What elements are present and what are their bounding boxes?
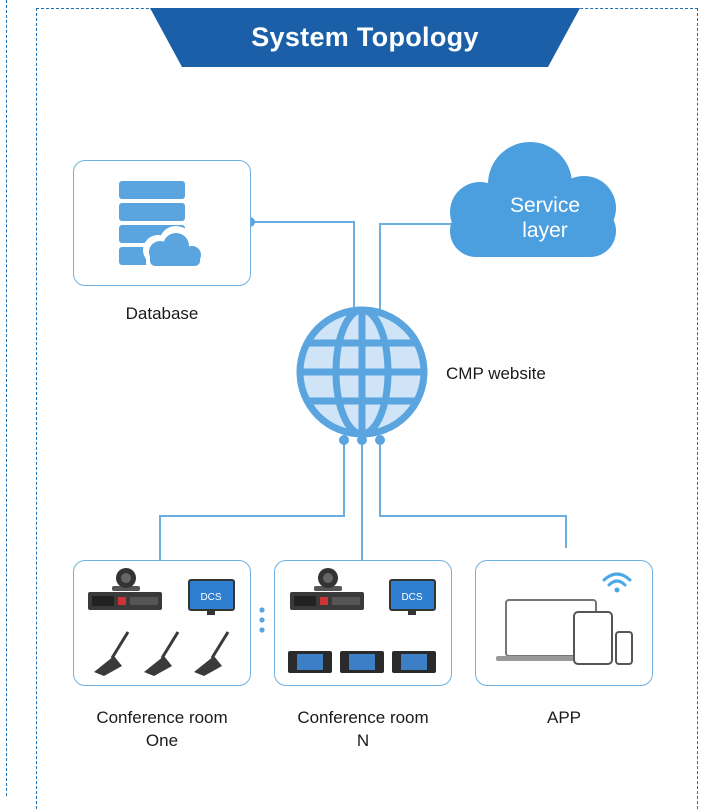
service-layer-line2: layer <box>522 219 568 242</box>
left-dashed-border <box>6 0 7 796</box>
app-label: APP <box>546 708 582 727</box>
room-n-label: Conference room N <box>274 706 452 752</box>
database-label: Database <box>125 304 199 323</box>
page-title: System Topology <box>251 22 479 52</box>
room-one-display-text: DCS <box>200 592 221 603</box>
room-one-label: Conference room One <box>73 706 251 752</box>
service-layer-label: Service layer <box>470 193 620 243</box>
room-n-line1: Conference room <box>297 708 429 727</box>
service-layer-line1: Service <box>509 194 581 217</box>
room-one-line1: Conference room <box>96 708 228 727</box>
cmp-label: CMP website <box>446 364 546 383</box>
room-n-line2: N <box>356 731 370 750</box>
room-one-line2: One <box>145 731 179 750</box>
room-n-display-text: DCS <box>401 592 422 603</box>
